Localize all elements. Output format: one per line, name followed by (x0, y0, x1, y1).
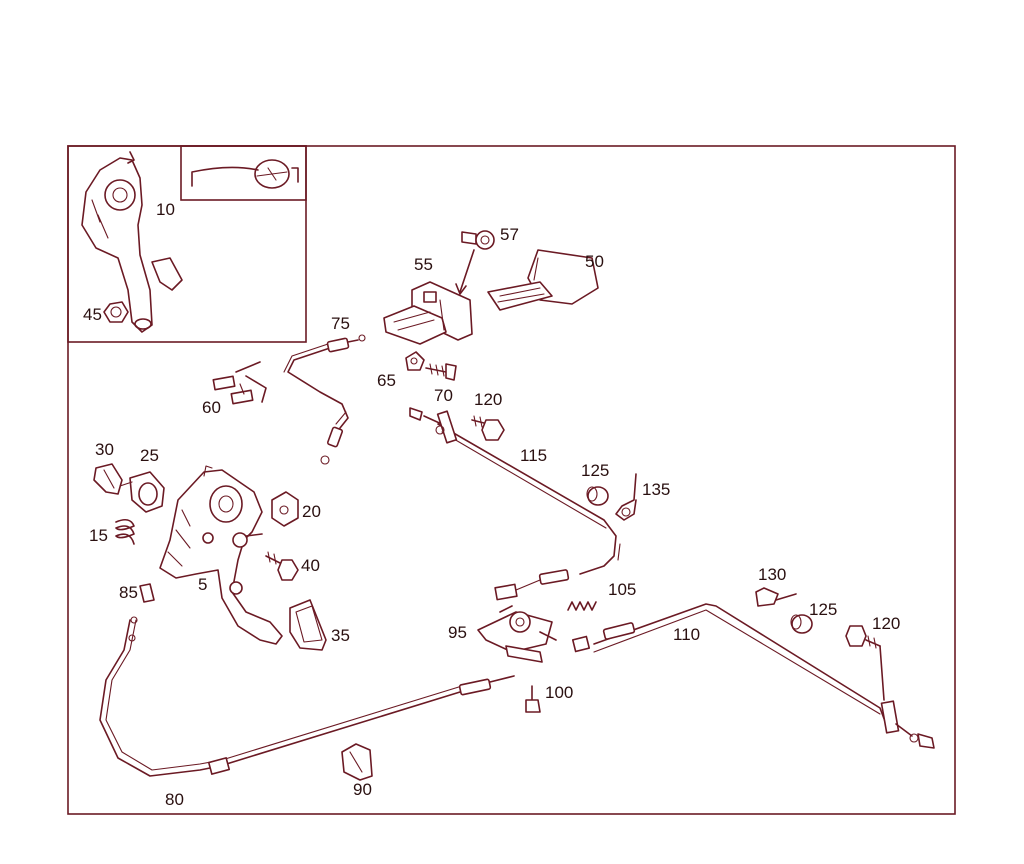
label-75: 75 (331, 314, 350, 333)
label-85: 85 (119, 583, 138, 602)
bolt-120-upper (471, 415, 505, 441)
nut-45 (103, 301, 129, 323)
cable-75 (283, 334, 366, 465)
label-105: 105 (608, 580, 636, 599)
linkage-60 (212, 361, 267, 405)
label-55: 55 (414, 255, 433, 274)
label-10: 10 (156, 200, 175, 219)
retaining-clip-135 (615, 473, 637, 521)
retaining-clip-130 (755, 587, 797, 607)
label-95: 95 (448, 623, 467, 642)
label-90: 90 (353, 780, 372, 799)
label-45: 45 (83, 305, 102, 324)
label-135: 135 (642, 480, 670, 499)
pedal-assembly-10 (81, 151, 183, 333)
cable-80 (99, 616, 515, 777)
cable-end-85 (139, 583, 155, 603)
label-5: 5 (198, 575, 207, 594)
label-70: 70 (434, 386, 453, 405)
bolt-57 (455, 230, 495, 295)
cable-115 (409, 407, 621, 601)
label-25: 25 (140, 446, 159, 465)
grommet-125-upper (586, 486, 609, 506)
label-35: 35 (331, 626, 350, 645)
inset-icon-box (180, 145, 307, 201)
label-120-upper: 120 (474, 390, 502, 409)
label-20: 20 (302, 502, 321, 521)
label-115: 115 (520, 446, 547, 465)
screw-70 (425, 363, 457, 381)
clamp-90 (341, 743, 373, 781)
label-50: 50 (585, 252, 604, 271)
label-40: 40 (301, 556, 320, 575)
spring-15 (115, 518, 135, 545)
cap-30 (93, 463, 123, 495)
grommet-125-lower (790, 614, 813, 634)
bolt-120-lower (845, 625, 881, 649)
diagram-frame (67, 145, 956, 815)
bushing-25 (119, 471, 165, 513)
label-65: 65 (377, 371, 396, 390)
cable-110 (571, 603, 935, 749)
pedal-assembly-5 (159, 465, 283, 645)
release-handle-50 (487, 249, 599, 311)
label-130: 130 (758, 565, 786, 584)
clip-65 (405, 351, 425, 371)
label-30: 30 (95, 440, 114, 459)
label-100: 100 (545, 683, 573, 702)
label-15: 15 (89, 526, 108, 545)
label-125-upper: 125 (581, 461, 609, 480)
bolt-40 (265, 551, 299, 581)
bolt-100 (525, 685, 541, 713)
buffer-20 (271, 491, 299, 527)
spring-105 (567, 601, 597, 611)
label-125-lower: 125 (809, 600, 837, 619)
switch-bracket-55 (383, 281, 473, 345)
pedal-pad-35 (289, 599, 327, 651)
label-110: 110 (673, 625, 700, 644)
label-57: 57 (500, 225, 519, 244)
label-80: 80 (165, 790, 184, 809)
equalizer-95 (477, 605, 557, 663)
steering-wheel-icon (191, 159, 299, 189)
label-60: 60 (202, 398, 221, 417)
label-120-lower: 120 (872, 614, 900, 633)
